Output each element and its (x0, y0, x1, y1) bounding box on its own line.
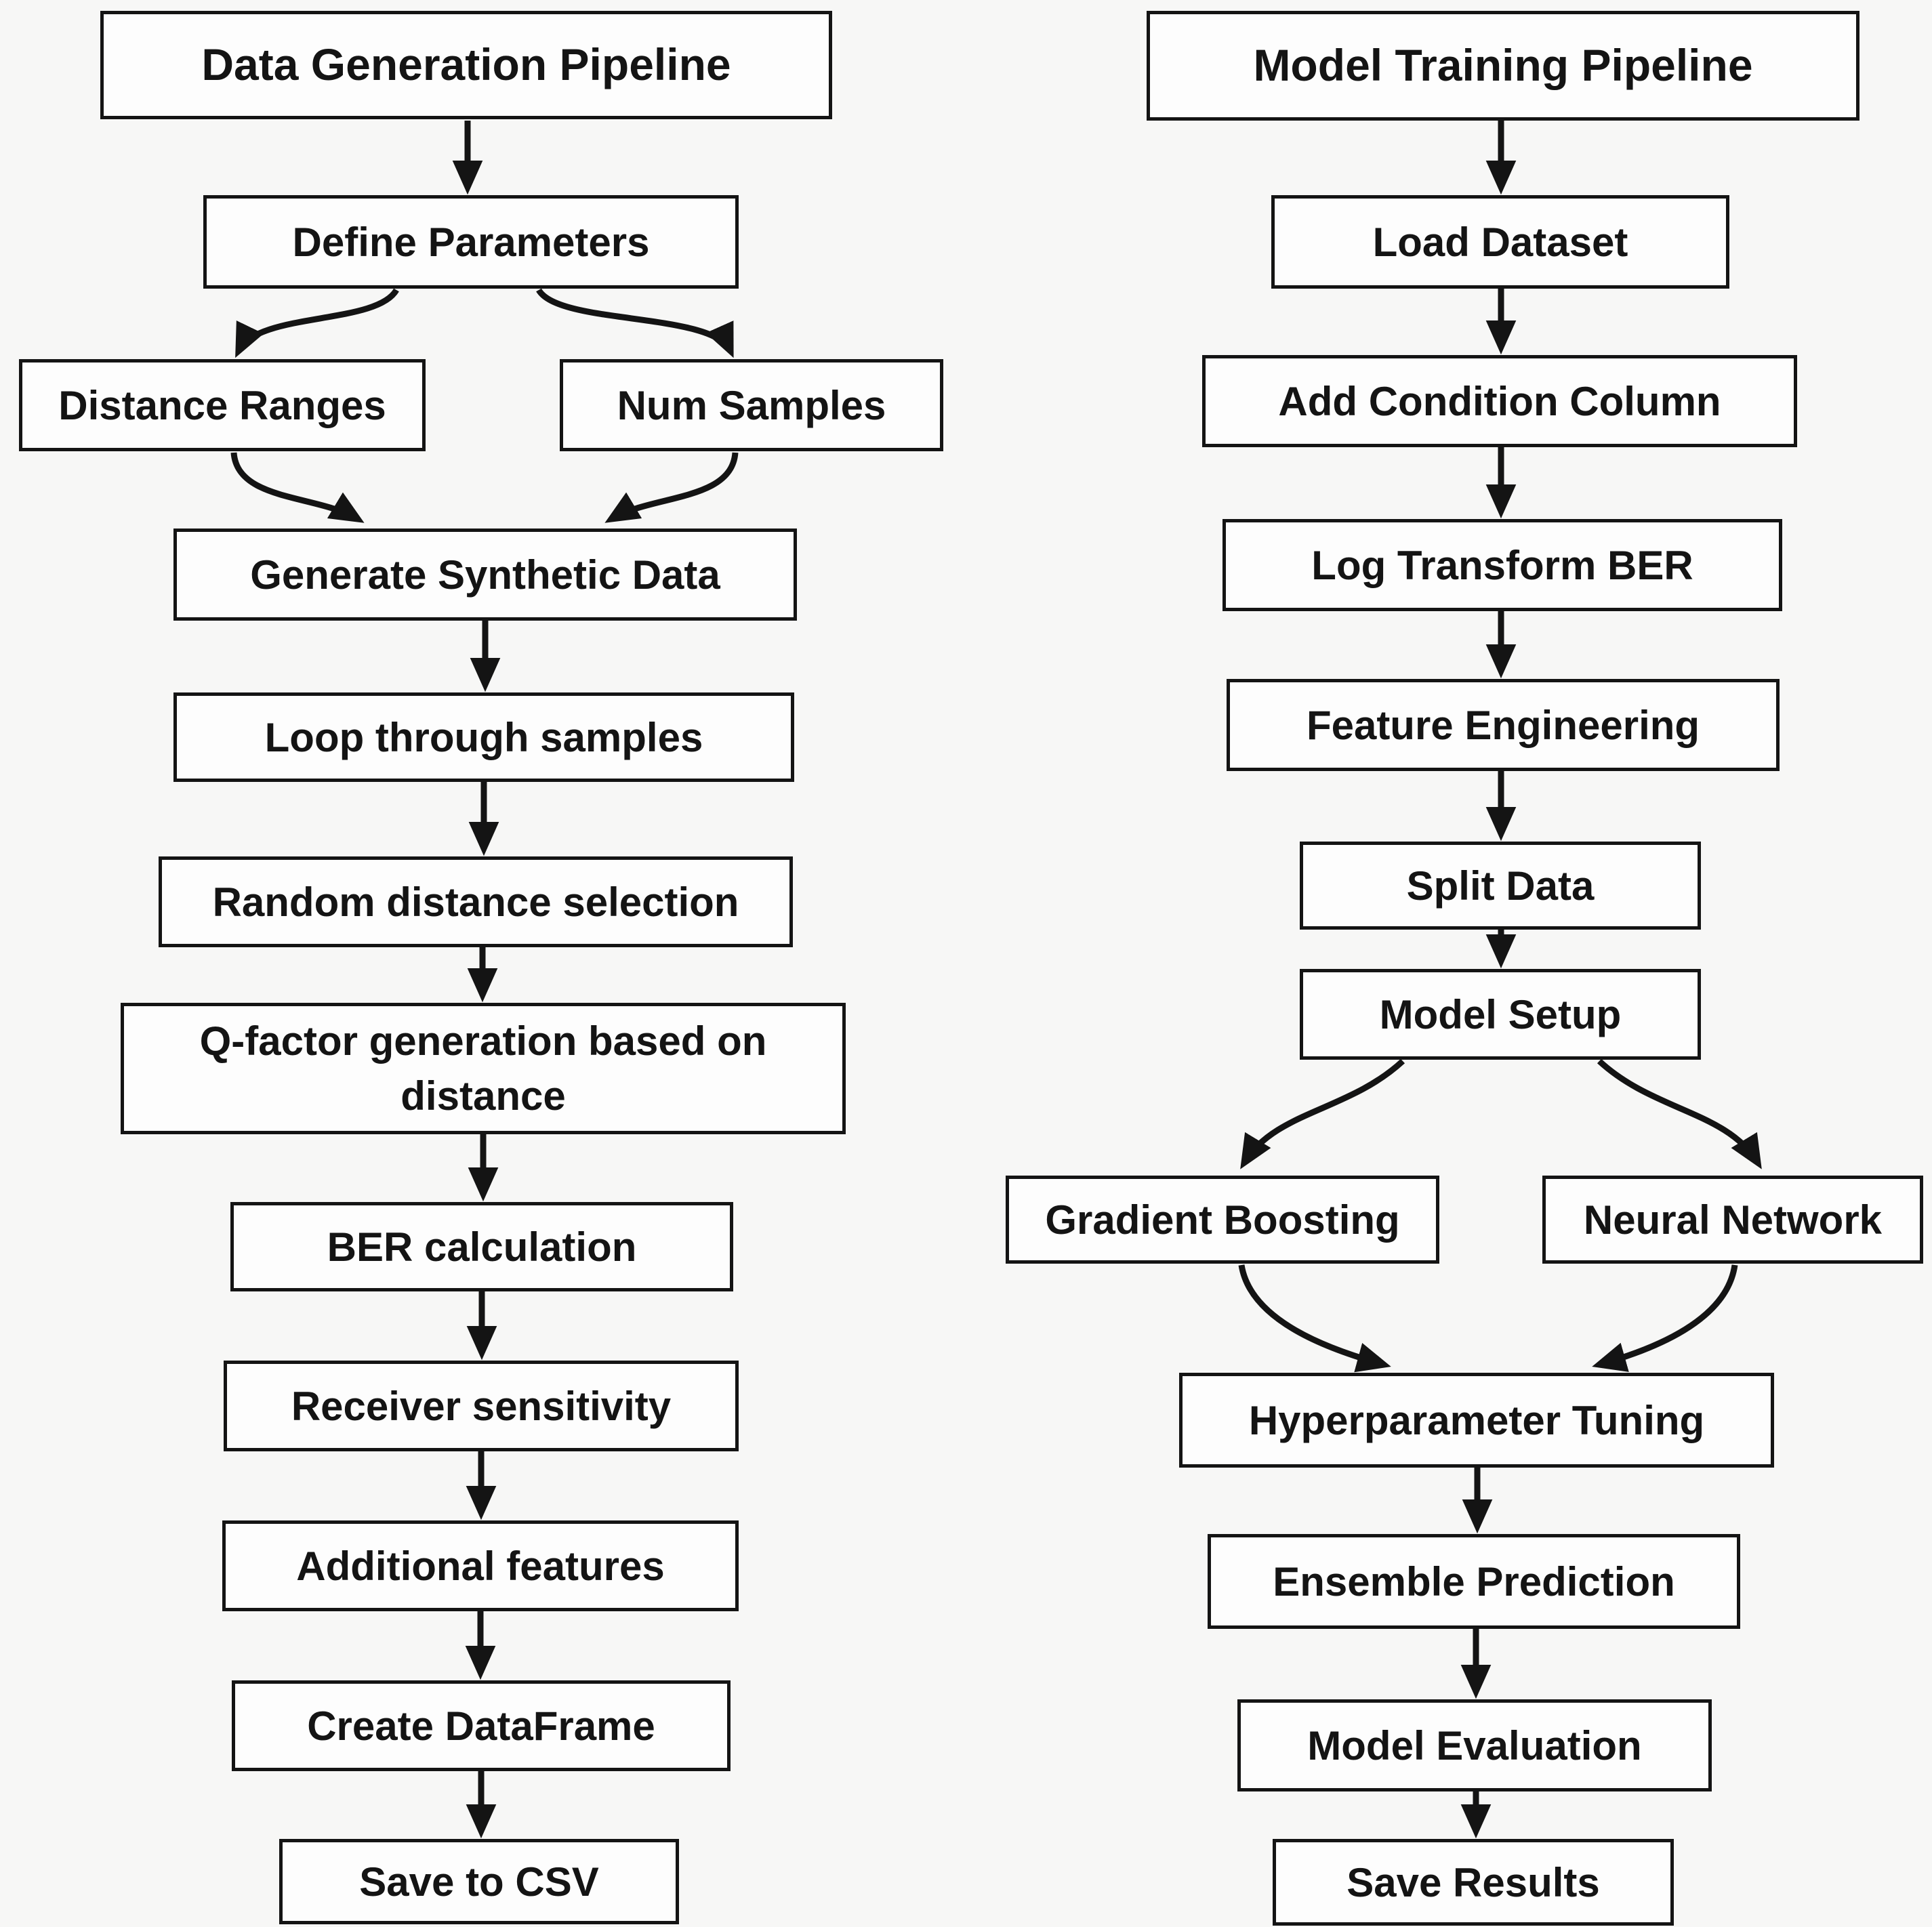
node-create-dataframe: Create DataFrame (232, 1680, 731, 1771)
node-label: Additional features (296, 1543, 665, 1589)
node-label: Model Training Pipeline (1253, 40, 1753, 91)
node-label: Loop through samples (264, 714, 703, 760)
node-q-factor-generation: Q-factor generation based on distance (121, 1003, 846, 1134)
node-label: Random distance selection (212, 879, 739, 925)
node-save-to-csv: Save to CSV (279, 1839, 679, 1924)
node-label: Feature Engineering (1306, 702, 1700, 748)
arrow-define-to-num-samples (536, 288, 734, 358)
arrow-setup-to-gradient (1240, 1058, 1405, 1169)
arrow-neural-to-tuning (1592, 1264, 1738, 1372)
node-loop-through-samples: Loop through samples (173, 692, 794, 782)
node-label: Neural Network (1583, 1197, 1883, 1243)
node-distance-ranges: Distance Ranges (19, 359, 426, 451)
node-label: Num Samples (617, 382, 886, 428)
node-label: Define Parameters (292, 219, 650, 265)
node-feature-engineering: Feature Engineering (1227, 679, 1780, 771)
node-label: Create DataFrame (307, 1703, 655, 1749)
node-label: Generate Synthetic Data (250, 552, 720, 598)
arrow-define-to-distance-ranges (235, 288, 399, 358)
node-label: Log Transform BER (1311, 542, 1693, 588)
node-hyperparameter-tuning: Hyperparameter Tuning (1179, 1373, 1774, 1468)
node-label: Model Setup (1379, 991, 1622, 1037)
node-log-transform-ber: Log Transform BER (1222, 519, 1782, 611)
node-generate-synthetic-data: Generate Synthetic Data (173, 529, 797, 621)
node-label: Data Generation Pipeline (201, 39, 731, 90)
node-data-generation-pipeline: Data Generation Pipeline (100, 11, 832, 119)
node-label: Save Results (1347, 1859, 1600, 1905)
node-model-setup: Model Setup (1300, 969, 1701, 1060)
node-label: Load Dataset (1372, 219, 1628, 265)
node-split-data: Split Data (1300, 842, 1701, 930)
node-ber-calculation: BER calculation (230, 1202, 733, 1291)
node-save-results: Save Results (1273, 1839, 1674, 1926)
node-label: Hyperparameter Tuning (1248, 1397, 1705, 1443)
node-label: Split Data (1406, 863, 1595, 909)
arrow-num-samples-to-generate (604, 452, 739, 523)
node-ensemble-prediction: Ensemble Prediction (1208, 1534, 1740, 1629)
node-num-samples: Num Samples (560, 359, 943, 451)
node-define-parameters: Define Parameters (203, 195, 739, 289)
node-random-distance-selection: Random distance selection (159, 856, 793, 947)
node-additional-features: Additional features (222, 1520, 739, 1611)
node-model-training-pipeline: Model Training Pipeline (1147, 11, 1859, 121)
arrow-distance-ranges-to-generate (230, 452, 365, 523)
node-label: Save to CSV (359, 1859, 599, 1905)
node-receiver-sensitivity: Receiver sensitivity (224, 1361, 739, 1451)
node-label: Model Evaluation (1307, 1722, 1642, 1768)
node-label: BER calculation (327, 1224, 637, 1270)
node-label: Add Condition Column (1278, 378, 1721, 424)
arrow-setup-to-neural (1597, 1058, 1762, 1169)
node-add-condition-column: Add Condition Column (1202, 355, 1797, 447)
node-label: Ensemble Prediction (1273, 1558, 1675, 1604)
node-label: Gradient Boosting (1045, 1197, 1400, 1243)
node-label: Receiver sensitivity (291, 1383, 672, 1429)
node-load-dataset: Load Dataset (1271, 195, 1729, 289)
arrow-gradient-to-tuning (1238, 1264, 1391, 1373)
node-neural-network: Neural Network (1542, 1176, 1923, 1264)
node-gradient-boosting: Gradient Boosting (1006, 1176, 1439, 1264)
node-model-evaluation: Model Evaluation (1237, 1699, 1712, 1791)
node-label: Q-factor generation based on distance (199, 1018, 767, 1119)
node-label: Distance Ranges (58, 382, 386, 428)
